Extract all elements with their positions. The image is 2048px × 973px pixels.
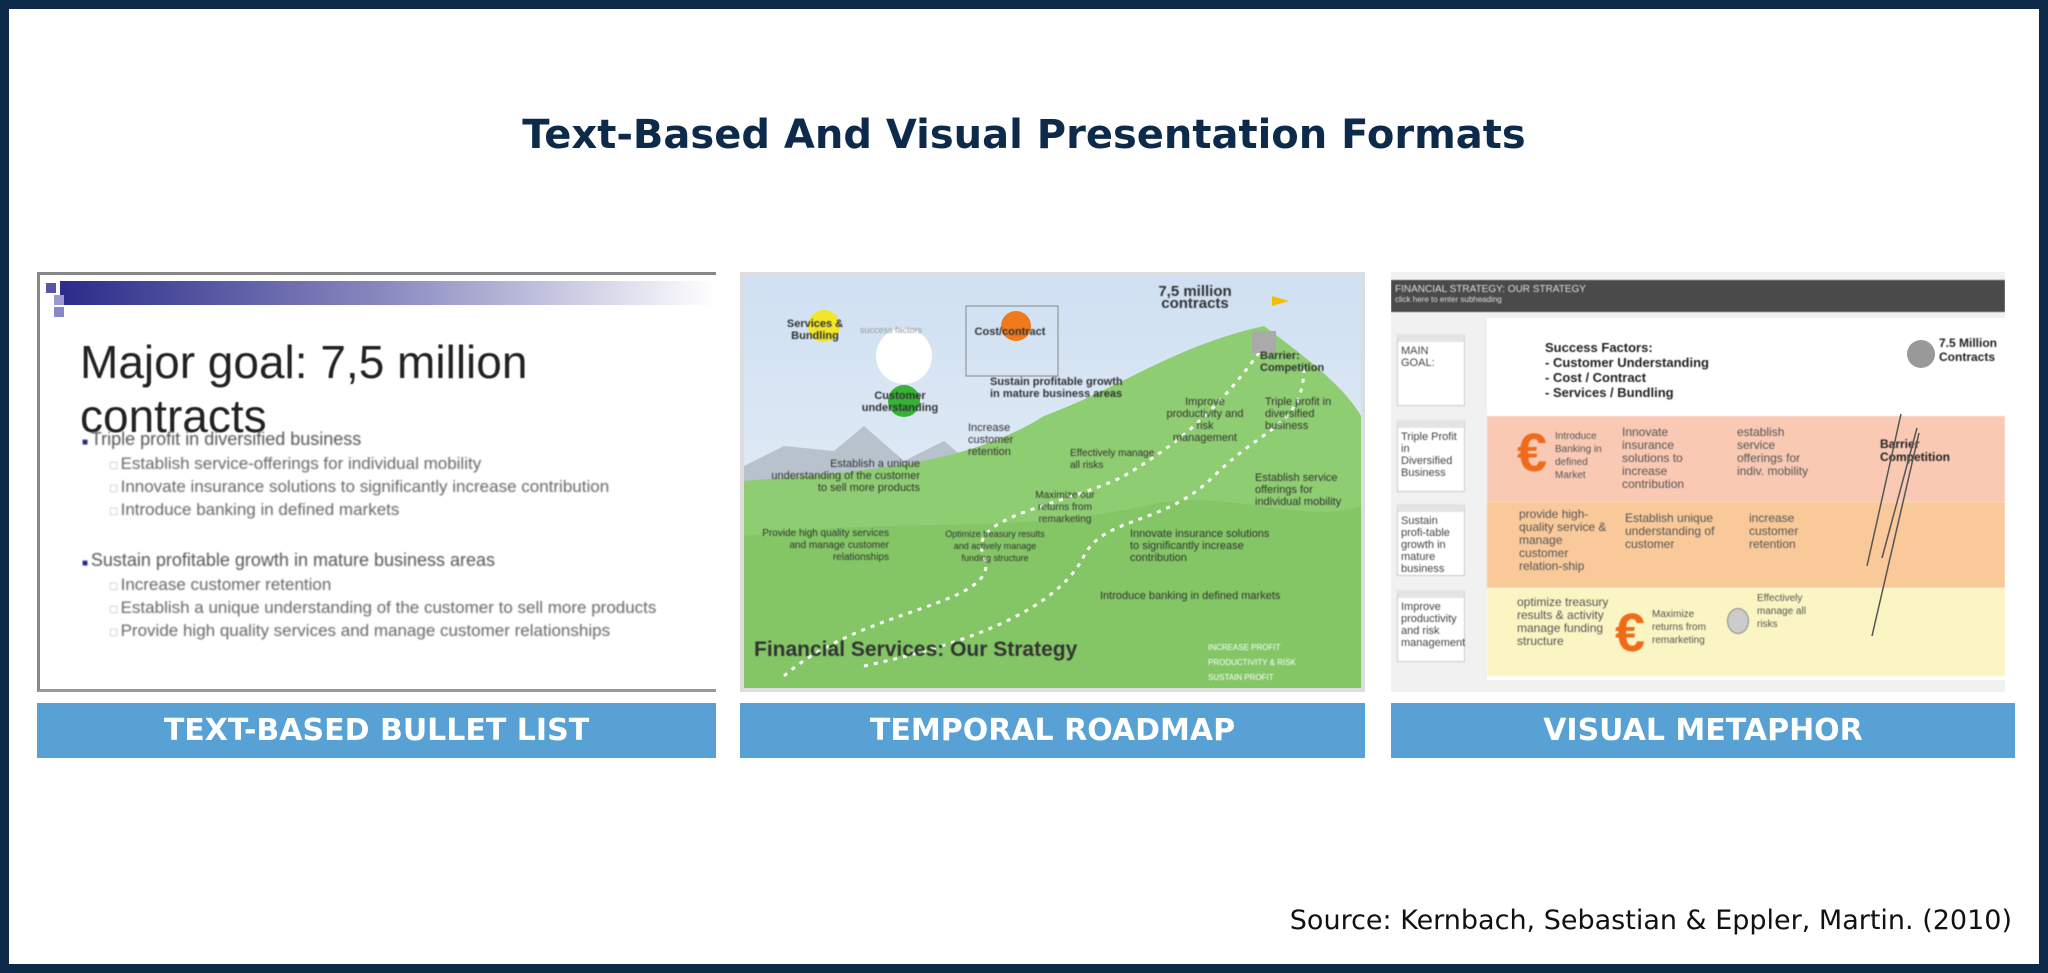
row-item: increase customer retention [1749,511,1799,551]
legend-item: SUSTAIN PROFIT [1208,673,1274,682]
side-card[interactable]: Triple Profit in Diversified Business [1397,420,1465,492]
success-item: - Services / Bundling [1545,385,1674,400]
side-card[interactable]: Improve productivity and risk management [1397,590,1465,662]
remarketing-label: Maximize our returns from remarketing [1035,490,1095,525]
bomb-icon [1727,608,1749,634]
row-item: establish service offerings for indiv. m… [1737,425,1809,478]
legend-item: PRODUCTIVITY & RISK [1208,658,1296,667]
text-bullet-slide: Major goal: 7,5 million contracts Triple… [37,272,716,692]
success-title: Success Factors: [1545,340,1653,355]
understanding-label: Establish a unique understanding of the … [771,458,920,494]
slide-header-title: FINANCIAL STRATEGY: OUR STRATEGY [1395,284,1586,295]
success-item: - Cost / Contract [1545,370,1647,385]
slide-heading: Financial Services: Our Strategy [754,638,1078,661]
success-factors: Success Factors: - Customer Understandin… [1545,340,1709,400]
sub-bullet: Innovate insurance solutions to signific… [82,476,656,499]
row-item: optimize treasury results & activity man… [1517,595,1609,648]
bullet-list: Triple profit in diversified business Es… [82,425,657,643]
triple-label: Triple profit in diversified business [1265,396,1332,432]
barrier-label: Barrier Competition [1880,437,1950,464]
page-title: Text-Based And Visual Presentation Forma… [522,112,1526,158]
treasury-label: Optimize treasury results and actively m… [945,529,1045,563]
row-item: Innovate insurance solutions to increase… [1622,425,1685,491]
row-item: Introduce Banking in defined Market [1555,431,1602,481]
decor-square [54,307,64,317]
slide-subheader: click here to enter subheading [1395,295,1502,304]
balloon-cost: Cost/contract [974,326,1046,338]
retention-label: Increase customer retention [968,422,1014,458]
row-productivity: optimize treasury results & activity man… [1487,588,2005,676]
sub-bullet: Introduce banking in defined markets [82,499,656,522]
barrier-label: Barrier: Competition [1260,350,1325,374]
caption-roadmap: TEMPORAL ROADMAP [740,703,1365,758]
caption-visual-metaphor: VISUAL METAPHOR [1391,703,2015,758]
balloon-success: success factors [860,325,923,335]
metaphor-canvas: Success Factors: - Customer Understandin… [1487,318,2005,680]
success-item: - Customer Understanding [1545,355,1709,370]
service-label: Establish service offerings for individu… [1255,472,1342,508]
arrows [1866,413,1920,637]
bullet: Triple profit in diversified business [82,429,656,453]
goal-label: 7.5 Million Contracts [1939,336,1998,364]
goal-label: 7,5 million contracts [1158,283,1232,312]
decor-square [54,295,64,305]
side-card[interactable]: Sustain profi-table growth in mature bus… [1397,504,1465,576]
slide-header: FINANCIAL STRATEGY: OUR STRATEGY click h… [1391,280,2005,312]
insurance-label: Innovate insurance solutions to signific… [1130,528,1270,564]
manage-risks-label: Effectively manage all risks [1070,448,1155,471]
banking-label: Introduce banking in defined markets [1100,590,1281,602]
sub-bullet: Establish service-offerings for individu… [82,453,656,476]
visual-metaphor-slide: FINANCIAL STRATEGY: OUR STRATEGY click h… [1391,272,2005,692]
sub-bullet: Increase customer retention [82,574,656,597]
legend: INCREASE PROFIT PRODUCTIVITY & RISK SUST… [1208,640,1296,685]
target-icon [1907,340,1935,368]
side-card[interactable]: MAIN GOAL: [1397,334,1465,406]
row-item: provide high-quality service & manage cu… [1519,507,1607,573]
decor-square [46,283,56,293]
row-mature: provide high-quality service & manage cu… [1487,502,2005,588]
roadmap-slide: 7,5 million contracts Barrier: Competiti… [740,272,1365,692]
mountain-illustration [744,276,1361,688]
quality-label: Provide high quality services and manage… [762,528,889,563]
sub-bullet: Establish a unique understanding of the … [82,597,657,620]
bullet: Sustain profitable growth in mature busi… [82,550,656,574]
euro-icon: € [1615,603,1646,663]
balloon-customer: Customer understanding [861,390,939,414]
row-item: Establish unique understanding of custom… [1625,511,1715,551]
balloon-services: Services & Bundling [786,318,844,342]
sub-bullet: Provide high quality services and manage… [82,620,656,643]
source-citation: Source: Kernbach, Sebastian & Eppler, Ma… [1289,905,2012,936]
row-diversified: € Introduce Banking in defined Market In… [1487,416,2005,502]
euro-icon: € [1517,423,1548,483]
caption-text-based: TEXT-BASED BULLET LIST [37,703,716,758]
slide-header-bar [60,281,716,305]
row-item: Effectively manage all risks [1757,593,1806,630]
sustain-label: Sustain profitable growth in mature busi… [990,376,1123,400]
row-item: Maximize returns from remarketing [1652,609,1706,646]
legend-item: INCREASE PROFIT [1208,643,1281,652]
improve-label: Improve productivity and risk management [1166,396,1244,444]
